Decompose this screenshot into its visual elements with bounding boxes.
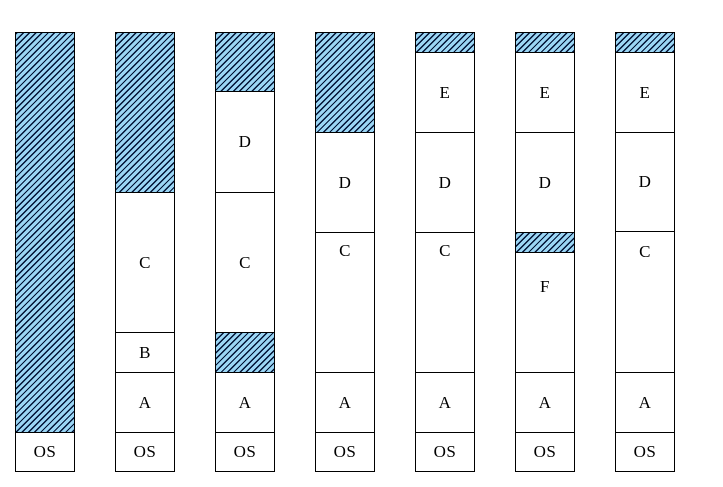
process-segment-a: A	[516, 373, 574, 433]
free-memory-segment	[116, 33, 174, 193]
memory-bar-snapshot-5: E D C A OS	[415, 32, 475, 472]
segment-label: D	[538, 172, 552, 192]
segment-label: C	[139, 252, 151, 272]
segment-label: F	[540, 277, 550, 296]
process-segment-b: B	[116, 333, 174, 373]
segment-label: OS	[33, 442, 57, 461]
segment-label: A	[638, 392, 652, 412]
process-segment-f: F	[516, 253, 574, 373]
segment-label: A	[138, 392, 152, 412]
segment-label: E	[439, 82, 451, 102]
process-segment-d: D	[516, 133, 574, 233]
process-segment-e: E	[616, 53, 674, 133]
free-memory-segment	[316, 33, 374, 133]
process-segment-a: A	[416, 373, 474, 433]
segment-label: A	[238, 392, 252, 412]
segment-label: E	[539, 82, 551, 102]
process-segment-a: A	[116, 373, 174, 433]
free-memory-segment	[416, 33, 474, 53]
process-segment-os: OS	[316, 433, 374, 471]
segment-label: OS	[533, 442, 557, 461]
process-segment-d: D	[216, 92, 274, 193]
memory-bar-snapshot-6: E D F A OS	[515, 32, 575, 472]
free-memory-segment	[616, 33, 674, 53]
memory-bar-snapshot-1: OS	[15, 32, 75, 472]
memory-bar-snapshot-2: C B A OS	[115, 32, 175, 472]
segment-label: D	[238, 132, 252, 151]
segment-label: C	[239, 252, 251, 272]
free-memory-segment	[16, 33, 74, 433]
process-segment-e: E	[516, 53, 574, 133]
process-segment-c: C	[116, 193, 174, 333]
segment-label: C	[339, 241, 351, 260]
free-memory-segment	[216, 33, 274, 92]
process-segment-os: OS	[416, 433, 474, 471]
process-segment-d: D	[616, 133, 674, 232]
process-segment-c: C	[216, 193, 274, 333]
process-segment-c: C	[616, 232, 674, 373]
process-segment-os: OS	[516, 433, 574, 471]
segment-label: A	[338, 392, 352, 412]
segment-label: C	[439, 241, 451, 260]
segment-label: OS	[133, 442, 157, 461]
segment-label: OS	[433, 442, 457, 461]
segment-label: OS	[633, 442, 657, 461]
process-segment-c: C	[316, 233, 374, 373]
process-segment-os: OS	[216, 433, 274, 471]
memory-bar-snapshot-7: E D C A OS	[615, 32, 675, 472]
segment-label: OS	[233, 442, 257, 461]
segment-label: A	[438, 392, 452, 412]
segment-label: A	[538, 392, 552, 412]
process-segment-e: E	[416, 53, 474, 133]
process-segment-d: D	[416, 133, 474, 233]
memory-bar-snapshot-4: D C A OS	[315, 32, 375, 472]
segment-label: D	[338, 172, 352, 192]
free-memory-segment	[216, 333, 274, 373]
segment-label: E	[639, 82, 651, 102]
process-segment-os: OS	[116, 433, 174, 471]
free-memory-segment	[516, 233, 574, 253]
process-segment-c: C	[416, 233, 474, 373]
segment-label: B	[139, 342, 151, 362]
segment-label: D	[438, 172, 452, 192]
memory-bar-snapshot-3: D C A OS	[215, 32, 275, 472]
process-segment-a: A	[316, 373, 374, 433]
process-segment-a: A	[216, 373, 274, 433]
process-segment-a: A	[616, 373, 674, 433]
process-segment-os: OS	[16, 433, 74, 471]
segment-label: D	[638, 172, 652, 191]
free-memory-segment	[516, 33, 574, 53]
segment-label: C	[639, 242, 651, 261]
process-segment-d: D	[316, 133, 374, 233]
segment-label: OS	[333, 442, 357, 461]
process-segment-os: OS	[616, 433, 674, 471]
